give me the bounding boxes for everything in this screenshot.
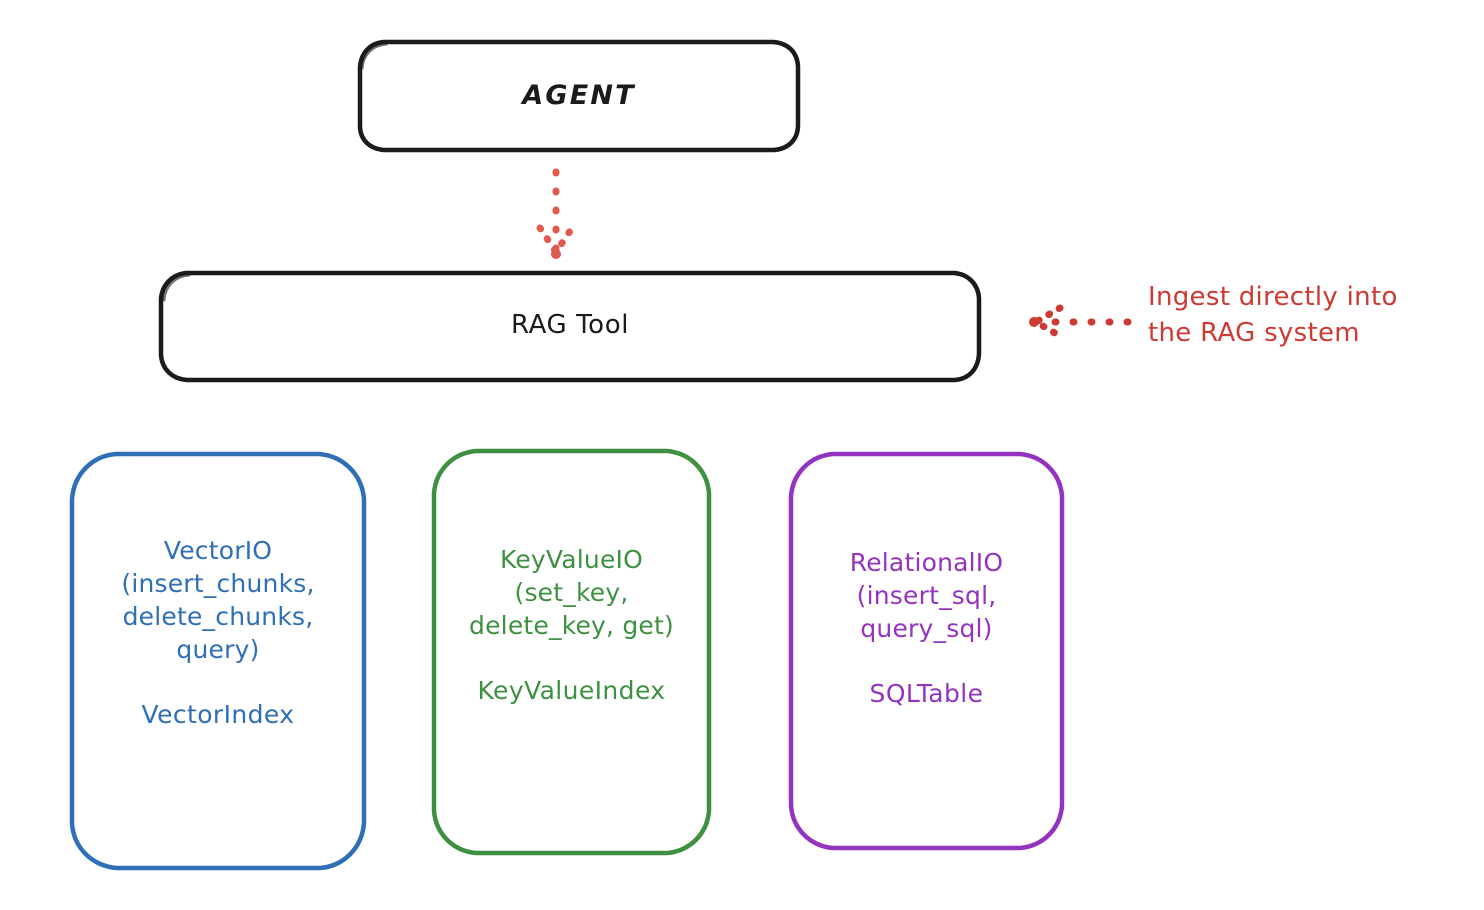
node-agent[interactable]: AGENT — [356, 38, 802, 154]
node-key-value-io-label: KeyValueIO (set_key, delete_key, get) — [469, 545, 674, 640]
node-relational-io-outline — [788, 451, 1065, 851]
node-vector-io[interactable]: VectorIO (insert_chunks, delete_chunks, … — [68, 450, 368, 872]
node-key-value-io-sublabel: KeyValueIndex — [477, 676, 666, 705]
node-key-value-io-outline — [431, 448, 712, 856]
node-key-value-io[interactable]: KeyValueIO (set_key, delete_key, get) Ke… — [430, 447, 713, 857]
node-relational-io-label: RelationalIO (insert_sql, query_sql) — [849, 548, 1004, 643]
node-vector-io-sublabel: VectorIndex — [141, 700, 295, 729]
node-rag-tool[interactable]: RAG Tool — [157, 269, 983, 383]
node-vector-io-label: VectorIO (insert_chunks, delete_chunks, … — [121, 536, 315, 664]
node-rag-tool-label: RAG Tool — [510, 310, 630, 341]
connector-ingest-to-rag-tool — [1029, 304, 1132, 340]
annotation-ingest: Ingest directly into the RAG system — [1148, 282, 1398, 348]
connector-agent-to-rag-tool — [536, 168, 576, 259]
node-agent-label: AGENT — [522, 80, 636, 112]
node-relational-io[interactable]: RelationalIO (insert_sql, query_sql) SQL… — [787, 450, 1066, 852]
node-relational-io-sublabel: SQLTable — [869, 679, 984, 708]
